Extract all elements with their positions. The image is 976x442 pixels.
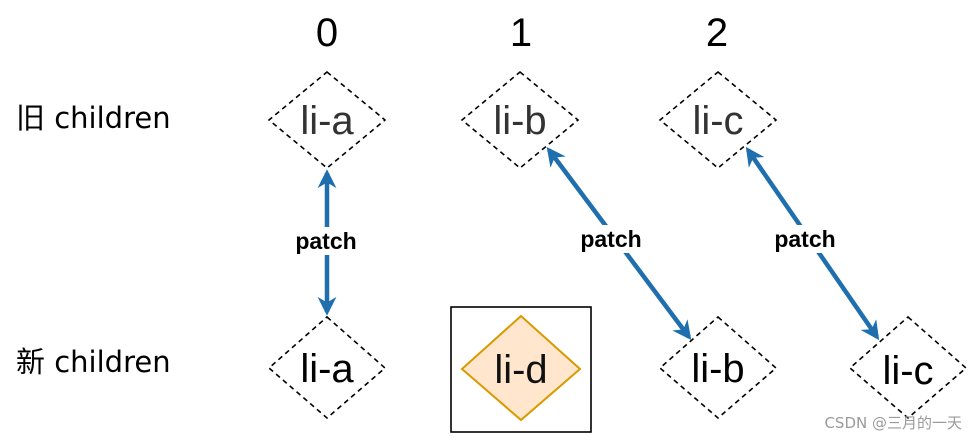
new-children-label: 新 children	[16, 345, 171, 379]
new-node-li-a: li-a	[267, 315, 387, 420]
old-node-li-c-label: li-c	[692, 99, 743, 143]
patch-edge-li-c: patch	[745, 146, 880, 341]
new-node-li-a-label: li-a	[300, 347, 354, 391]
patch-edge-li-a: patch	[285, 169, 369, 316]
watermark: CSDN @三月的一天	[824, 414, 962, 432]
li-d-frame	[450, 306, 592, 433]
patch-label-li-a: patch	[295, 228, 356, 254]
new-node-li-c-label: li-c	[882, 349, 933, 393]
old-node-li-a-label: li-a	[300, 99, 354, 143]
old-children-label: 旧 children	[16, 101, 171, 135]
new-node-li-c: li-c	[848, 315, 968, 420]
patch-label-li-b: patch	[580, 226, 641, 252]
patch-label-li-c: patch	[774, 226, 835, 252]
old-node-li-b-label: li-b	[493, 99, 546, 143]
index-label-0: 0	[316, 11, 338, 55]
patch-edge-li-b: patch	[546, 146, 692, 341]
new-node-li-d-label: li-d	[494, 348, 547, 392]
old-node-li-a: li-a	[267, 70, 387, 170]
index-label-1: 1	[510, 11, 532, 55]
old-node-li-c: li-c	[658, 70, 778, 170]
index-label-2: 2	[706, 11, 728, 55]
old-node-li-b: li-b	[460, 70, 580, 170]
new-node-li-b: li-b	[658, 315, 778, 420]
new-node-li-d: li-d	[450, 306, 592, 433]
new-node-li-b-label: li-b	[691, 347, 744, 391]
